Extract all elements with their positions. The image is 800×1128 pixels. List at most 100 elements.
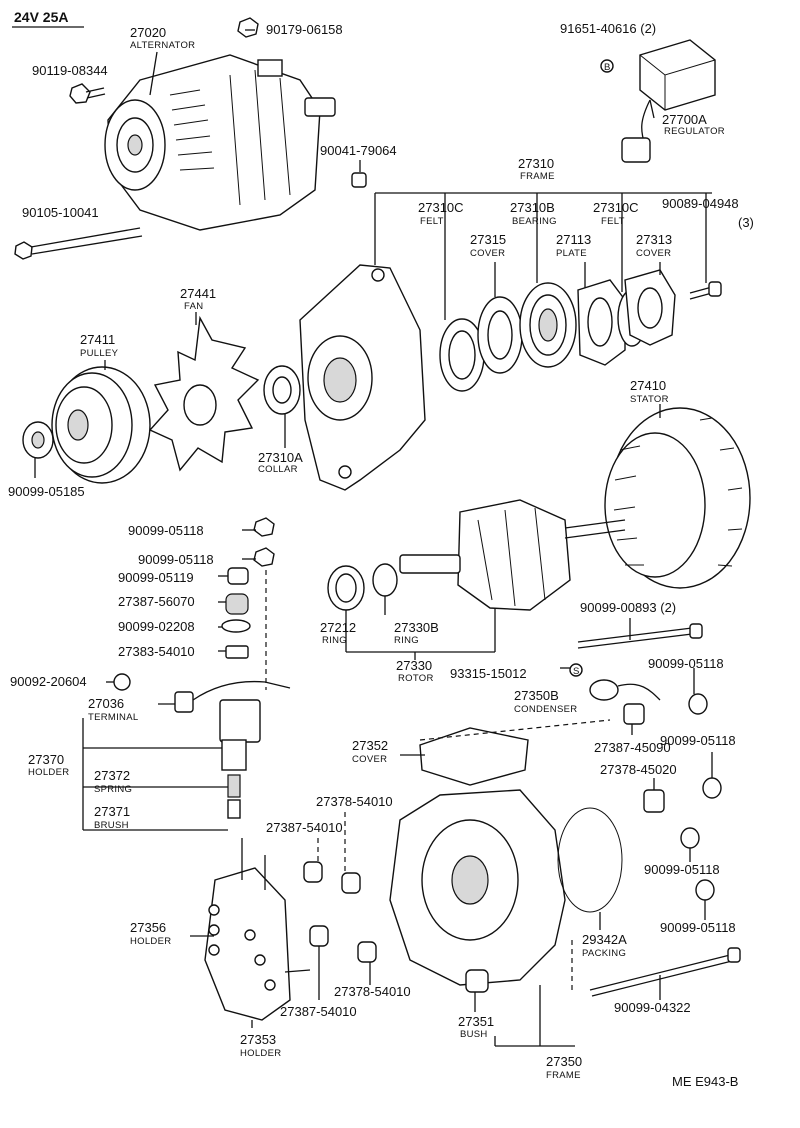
label-27113-num: 27113 — [556, 232, 591, 247]
label-27410-num: 27410 — [630, 378, 666, 393]
nut-90041-drawing — [351, 172, 367, 188]
collar-a-drawing — [341, 872, 361, 894]
label-27310C-b-name: FELT — [601, 216, 625, 227]
label-27372-num: 27372 — [94, 768, 130, 783]
ring-27330B-drawing — [372, 563, 398, 597]
label-29342A-name: PACKING — [582, 948, 626, 959]
label-27700A-num: 27700A — [662, 112, 707, 127]
label-90099-05118-c: 90099-05118 — [648, 656, 724, 671]
label-91651: 91651-40616 (2) — [560, 21, 656, 36]
label-27310C-a-num: 27310C — [418, 200, 464, 215]
nut-90179-drawing — [237, 17, 259, 38]
label-90099-02208: 90099-02208 — [118, 619, 195, 634]
label-27411-num: 27411 — [80, 332, 115, 347]
label-90099-05185: 90099-05185 — [8, 484, 85, 499]
label-90099-05119: 90099-05119 — [118, 570, 194, 585]
label-90089-qty: (3) — [738, 215, 754, 230]
label-27371-num: 27371 — [94, 804, 130, 819]
label-27330B-name: RING — [394, 635, 419, 646]
nut-f-drawing — [695, 879, 715, 901]
nut-d-drawing — [702, 777, 722, 799]
nut-90092-drawing — [113, 673, 131, 691]
label-27212-name: RING — [322, 635, 347, 646]
collar-drawing — [263, 365, 301, 415]
plate-27383-54010-drawing — [225, 645, 249, 659]
label-90119: 90119-08344 — [32, 63, 108, 78]
stator-drawing — [604, 407, 751, 589]
regulator-drawing — [600, 39, 716, 163]
label-27310C-b-num: 27310C — [593, 200, 639, 215]
label-27352-num: 27352 — [352, 738, 388, 753]
label-27310B-num: 27310B — [510, 200, 555, 215]
label-27310-name: FRAME — [520, 171, 555, 182]
label-27020-name: ALTERNATOR — [130, 40, 195, 51]
label-27350-name: FRAME — [546, 1070, 581, 1081]
label-27351-name: BUSH — [460, 1029, 488, 1040]
bush-drawing — [465, 969, 489, 993]
frame-27350-drawing — [389, 789, 566, 986]
spec-label: 24V 25A — [14, 9, 68, 25]
label-27441-num: 27441 — [180, 286, 216, 301]
label-27113-name: PLATE — [556, 248, 587, 259]
label-27330-num: 27330 — [396, 658, 432, 673]
label-27410-name: STATOR — [630, 394, 669, 405]
label-27356-num: 27356 — [130, 920, 166, 935]
bolt-90099-00893-drawing — [577, 623, 703, 649]
insulator-27387-45090-drawing — [623, 703, 645, 725]
label-27020-num: 27020 — [130, 25, 166, 40]
mark-B: B — [604, 62, 611, 73]
label-27353-name: HOLDER — [240, 1048, 281, 1059]
label-90099-04322: 90099-04322 — [614, 1000, 691, 1015]
label-27330-name: ROTOR — [398, 673, 434, 684]
packing-drawing — [557, 807, 623, 913]
collar-b-drawing — [357, 941, 377, 963]
label-27313-name: COVER — [636, 248, 671, 259]
label-90099-05118-e: 90099-05118 — [644, 862, 720, 877]
label-27371-name: BRUSH — [94, 820, 129, 831]
label-27315-num: 27315 — [470, 232, 506, 247]
bearing-drawing — [519, 282, 577, 368]
insulator-b-drawing — [309, 925, 329, 947]
label-27378-54010-a: 27378-54010 — [316, 794, 393, 809]
label-27310-num: 27310 — [518, 156, 554, 171]
label-27036-num: 27036 — [88, 696, 124, 711]
label-27313-num: 27313 — [636, 232, 672, 247]
label-27351-num: 27351 — [458, 1014, 494, 1029]
nut-90099-05119-drawing — [227, 567, 249, 585]
label-27036-name: TERMINAL — [88, 712, 138, 723]
brush-drawing — [227, 799, 241, 819]
label-27350B-num: 27350B — [514, 688, 559, 703]
terminal-holder-drawing — [174, 680, 291, 771]
plate-drawing — [577, 279, 626, 366]
label-27356-name: HOLDER — [130, 936, 171, 947]
leader-lines — [34, 29, 713, 1047]
bolt-90105-drawing — [14, 227, 143, 260]
drawing-code: ME E943-B — [672, 1074, 738, 1089]
label-27353-num: 27353 — [240, 1032, 276, 1047]
label-27212-num: 27212 — [320, 620, 356, 635]
label-27370-num: 27370 — [28, 752, 64, 767]
label-27387-54010-b: 27387-54010 — [280, 1004, 357, 1019]
label-27700A-name: REGULATOR — [664, 126, 725, 137]
label-90099-05118-a: 90099-05118 — [128, 523, 204, 538]
label-90099-05118-d: 90099-05118 — [660, 733, 736, 748]
screw-90089-drawing — [689, 281, 722, 300]
cover-27313-drawing — [624, 269, 676, 346]
cover-27315-drawing — [477, 296, 523, 374]
label-90099-05118-b: 90099-05118 — [138, 552, 214, 567]
spring-drawing — [227, 774, 241, 798]
pulley-drawing — [51, 366, 151, 484]
part-labels: 27020 ALTERNATOR 90179-06158 90119-08344… — [8, 21, 754, 1081]
nut-e-drawing — [680, 827, 700, 849]
nut-c-drawing — [688, 693, 708, 715]
nut-90099-05185-drawing — [22, 421, 54, 459]
fan-drawing — [148, 315, 260, 472]
label-90099-00893: 90099-00893 (2) — [580, 600, 676, 615]
label-90099-05118-f: 90099-05118 — [660, 920, 736, 935]
rectifier-holder-drawing — [204, 838, 311, 1021]
cover-27352-drawing — [419, 727, 529, 786]
felt-27310C-a-drawing — [439, 318, 485, 392]
label-27387-45090: 27387-45090 — [594, 740, 671, 755]
label-93315: 93315-15012 — [450, 666, 527, 681]
